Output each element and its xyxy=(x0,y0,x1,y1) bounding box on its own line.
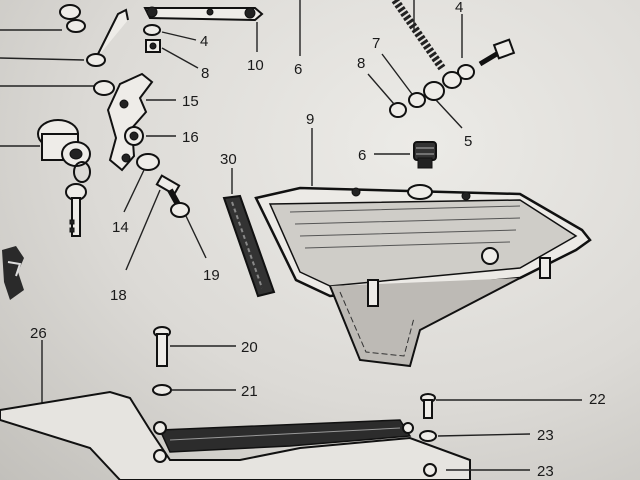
pivot-16 xyxy=(124,126,144,146)
callout-22: 22 xyxy=(589,391,606,408)
callout-5: 5 xyxy=(464,133,472,150)
nut-8 xyxy=(145,39,161,53)
callout-30: 30 xyxy=(220,151,237,168)
leader-7 xyxy=(381,53,413,95)
linkage-rod xyxy=(86,8,129,67)
callout-14: 14 xyxy=(112,219,129,236)
latch-15 xyxy=(106,72,154,172)
leader-8b xyxy=(367,73,395,105)
callout-19: 19 xyxy=(203,267,220,284)
cover-panel-26 xyxy=(0,390,471,480)
callout-6: 6 xyxy=(294,61,302,78)
washer-4 xyxy=(143,24,161,36)
callout-21: 21 xyxy=(241,383,258,400)
leader-14 xyxy=(123,169,145,213)
washer-21 xyxy=(152,384,172,396)
callout-18: 18 xyxy=(110,287,127,304)
callout-4b: 4 xyxy=(455,0,463,16)
drain-plug-6 xyxy=(413,141,437,169)
gasket-30 xyxy=(222,194,276,298)
leader-23a xyxy=(437,433,531,437)
callout-8b: 8 xyxy=(357,55,365,72)
leader-5 xyxy=(435,99,463,129)
callout-10: 10 xyxy=(247,57,264,74)
leader-4a xyxy=(161,31,197,41)
emblem-figure xyxy=(2,246,24,300)
washer-14 xyxy=(136,153,160,171)
key xyxy=(65,183,87,237)
lock-barrel xyxy=(37,119,91,167)
bracket-10 xyxy=(143,6,264,22)
control-cable xyxy=(391,0,446,71)
callout-26: 26 xyxy=(30,325,47,342)
bolt-top-right xyxy=(478,38,516,67)
callout-20: 20 xyxy=(241,339,258,356)
washer-left xyxy=(93,80,115,96)
callout-16: 16 xyxy=(182,129,199,146)
key-ring xyxy=(73,161,91,183)
washer-23 xyxy=(419,430,437,442)
bolt-18 xyxy=(155,174,190,218)
callout-8: 8 xyxy=(201,65,209,82)
callout-7: 7 xyxy=(372,35,380,52)
callout-23b: 23 xyxy=(537,463,554,480)
washer-5a xyxy=(442,71,462,89)
callout-15: 15 xyxy=(182,93,199,110)
callout-9: 9 xyxy=(306,111,314,128)
screw-22 xyxy=(420,393,436,419)
washer-top-left xyxy=(59,4,86,33)
leader-3 xyxy=(0,57,85,61)
leader-8a xyxy=(161,47,199,69)
washer-5 xyxy=(423,81,445,101)
callout-6b: 6 xyxy=(358,147,366,164)
screw-20 xyxy=(153,326,171,367)
callout-4: 4 xyxy=(200,33,208,50)
leader-18 xyxy=(125,189,161,271)
leader-19 xyxy=(185,215,207,259)
callout-23: 23 xyxy=(537,427,554,444)
oil-pan-9 xyxy=(254,184,592,368)
washer-7 xyxy=(408,92,426,108)
nut-8b xyxy=(389,102,407,118)
washer-4b xyxy=(457,64,475,80)
